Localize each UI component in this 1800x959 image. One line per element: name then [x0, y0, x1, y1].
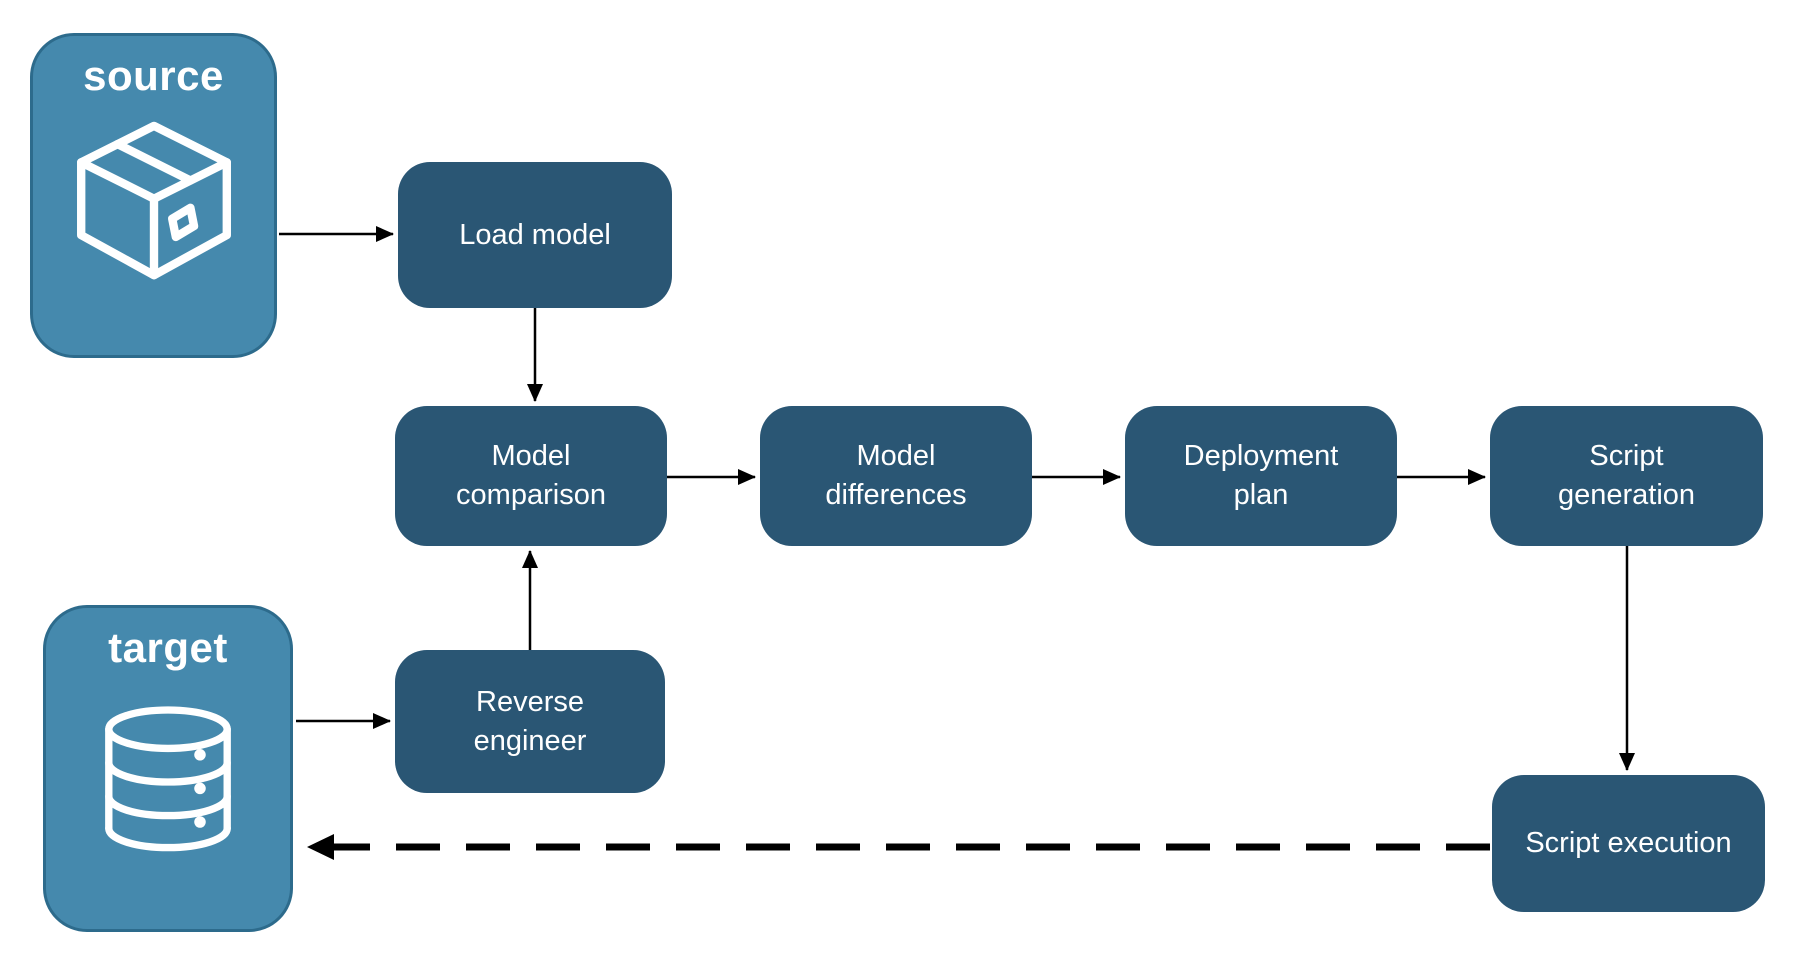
node-deployment-plan-text: Deployment plan: [1183, 440, 1339, 511]
node-script-execution-text: Script execution: [1525, 827, 1732, 860]
node-model-differences: Model differences: [760, 406, 1032, 546]
node-model-comparison-text: Model comparison: [456, 440, 606, 511]
node-script-execution: Script execution: [1492, 775, 1765, 912]
node-script-generation: Script generation: [1490, 406, 1763, 546]
target-label: target: [108, 624, 228, 671]
node-reverse-engineer-text: Reverse engineer: [473, 685, 587, 757]
node-deployment-plan: Deployment plan: [1125, 406, 1397, 546]
node-model-comparison: Model comparison: [395, 406, 667, 546]
database-icon: [105, 706, 231, 852]
source-container: source: [30, 33, 277, 358]
node-model-differences-text: Model differences: [825, 440, 967, 511]
package-icon: [76, 121, 231, 280]
node-load-model: Load model: [398, 162, 672, 308]
source-label: source: [83, 52, 224, 99]
node-reverse-engineer: Reverse engineer: [395, 650, 665, 793]
target-container: target: [43, 605, 293, 932]
node-load-model-text: Load model: [459, 218, 611, 251]
node-script-generation-text: Script generation: [1557, 440, 1696, 511]
